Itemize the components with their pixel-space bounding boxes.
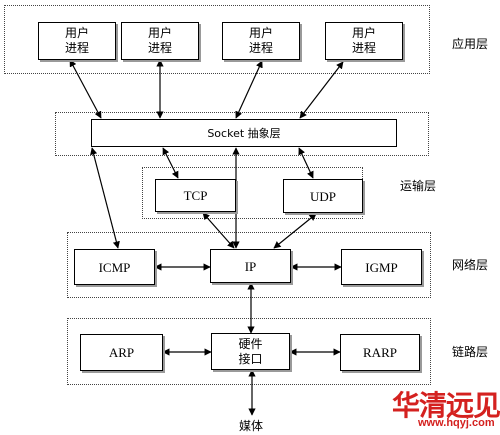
arrow-udp-ip: [273, 213, 317, 249]
arrow-proc1-socket: [69, 59, 102, 119]
ip-box: IP: [210, 249, 291, 283]
arrow-tcp-ip: [202, 212, 235, 249]
arrow-socket-tcp: [162, 147, 179, 179]
hardware-interface-box: 硬件 接口: [211, 333, 290, 370]
application-layer-frame: [4, 5, 430, 74]
transport-layer-label: 运输层: [400, 179, 437, 193]
igmp-box: IGMP: [341, 249, 422, 285]
arrow-socket-icmp: [90, 147, 120, 249]
brand-url: www.hqyj.com: [418, 417, 495, 429]
application-layer-label: 应用层: [452, 37, 489, 51]
arp-box: ARP: [80, 334, 163, 371]
brand-name: 华清远见: [392, 389, 500, 422]
link-layer-label: 链路层: [452, 345, 489, 359]
user-process-2: 用户 进程: [121, 22, 199, 60]
network-layer-label: 网络层: [452, 258, 489, 272]
arrow-proc4-socket: [299, 61, 344, 119]
user-process-4: 用户 进程: [325, 22, 403, 60]
socket-abstraction-layer: Socket 抽象层: [91, 119, 397, 147]
rarp-box: RARP: [340, 334, 420, 371]
icmp-box: ICMP: [74, 249, 155, 285]
udp-box: UDP: [283, 179, 363, 213]
tcp-box: TCP: [155, 179, 236, 212]
user-process-1: 用户 进程: [38, 22, 116, 60]
brand-watermark: 华清远见 www.hqyj.com: [392, 384, 500, 435]
arrow-proc3-socket: [235, 60, 263, 119]
arrow-socket-udp: [298, 147, 314, 179]
media-label: 媒体: [239, 419, 264, 433]
user-process-3: 用户 进程: [222, 22, 300, 60]
